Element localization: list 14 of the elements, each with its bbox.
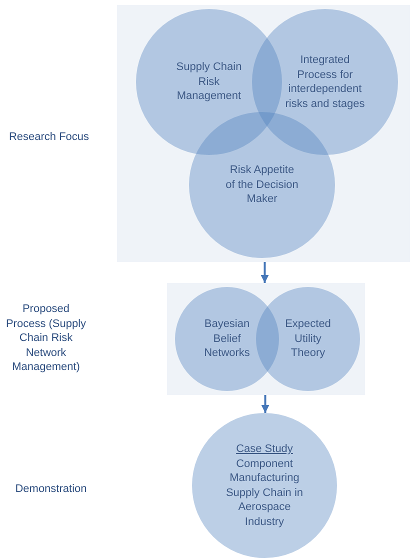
arrow xyxy=(260,262,269,283)
node-text: Integrated Process for interdependent risks and stages xyxy=(284,53,366,111)
node-text: Risk Appetite of the Decision Maker xyxy=(225,163,299,207)
section-label: Research Focus xyxy=(8,130,90,144)
node-text: Expected Utility Theory xyxy=(284,317,332,361)
node-text: Supply Chain Risk Management xyxy=(175,60,243,104)
heading-text: Case Study xyxy=(235,442,294,456)
section-label: Demonstration xyxy=(14,482,88,496)
arrow xyxy=(261,395,270,413)
background-panel xyxy=(117,5,410,262)
background-panel xyxy=(167,283,365,395)
section-label: Proposed Process (Supply Chain Risk Network Management) xyxy=(4,302,88,374)
node-text: Bayesian Belief Networks xyxy=(203,317,251,361)
node-text: Component Manufacturing Supply Chain in Aerospace Industry xyxy=(224,456,304,529)
